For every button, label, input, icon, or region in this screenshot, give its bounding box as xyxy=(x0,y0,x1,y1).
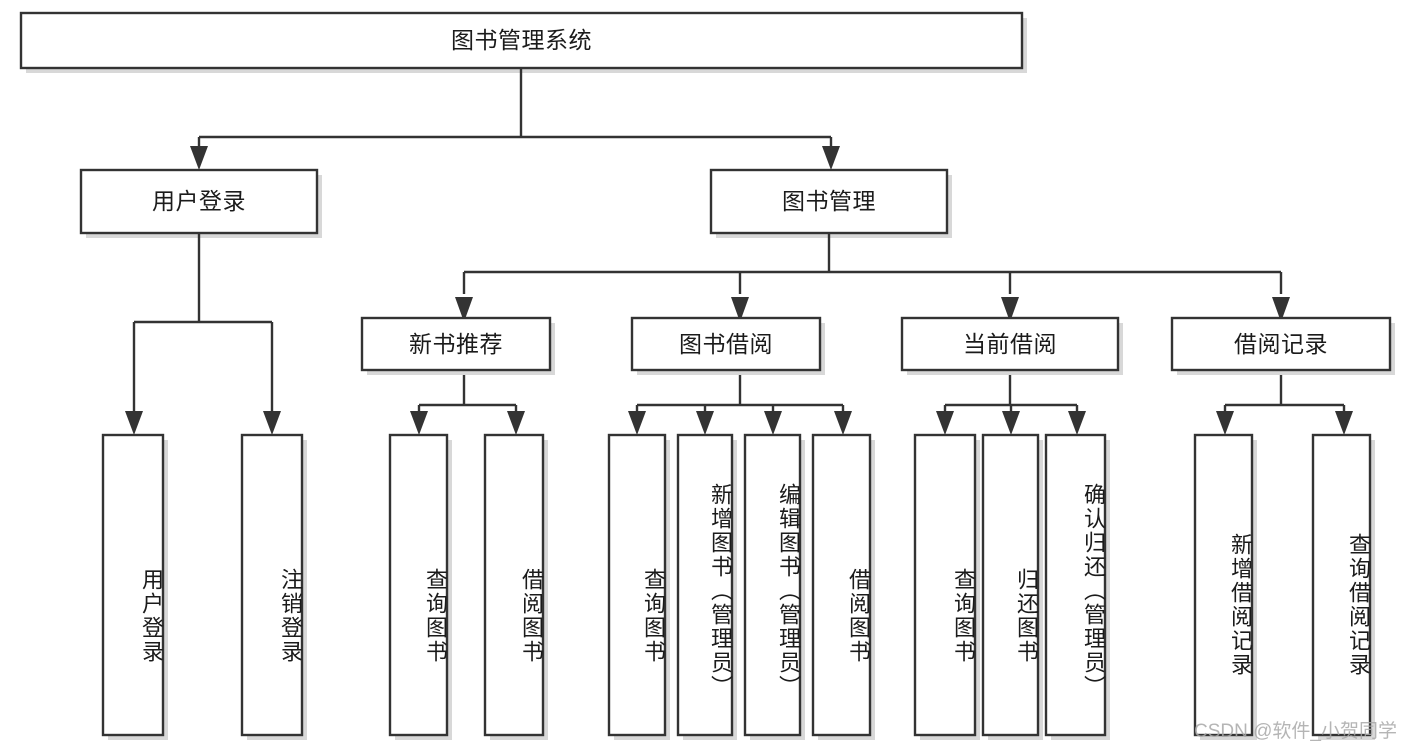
leaf-query-book-2-box xyxy=(607,433,667,737)
leaf-add-book-box xyxy=(676,433,734,737)
arrow-heads xyxy=(125,146,1353,435)
leaf-edit-book-box xyxy=(743,433,802,737)
node-user-login-box xyxy=(79,168,319,235)
leaf-confirm-return-box xyxy=(1044,433,1107,737)
node-borrow-record-box xyxy=(1170,316,1392,372)
leaf-query-record-box xyxy=(1311,433,1372,737)
leaf-borrow-book-2-box xyxy=(811,433,872,737)
node-book-borrow-box xyxy=(630,316,822,372)
node-root-box xyxy=(19,11,1024,70)
node-new-book-rec-box xyxy=(360,316,552,372)
leaf-query-book-1-box xyxy=(388,433,449,737)
leaf-return-book-box xyxy=(981,433,1040,737)
leaf-logout-box xyxy=(240,433,304,737)
csdn-watermark: CSDN @软件_小贺同学 xyxy=(1194,721,1397,742)
leaf-user-login-box xyxy=(101,433,165,737)
node-book-manage-box xyxy=(709,168,949,235)
leaf-add-record-box xyxy=(1193,433,1254,737)
leaf-query-book-3-box xyxy=(913,433,977,737)
leaf-borrow-book-1-box xyxy=(483,433,545,737)
node-boxes xyxy=(19,11,1392,737)
node-current-borrow-box xyxy=(900,316,1120,372)
